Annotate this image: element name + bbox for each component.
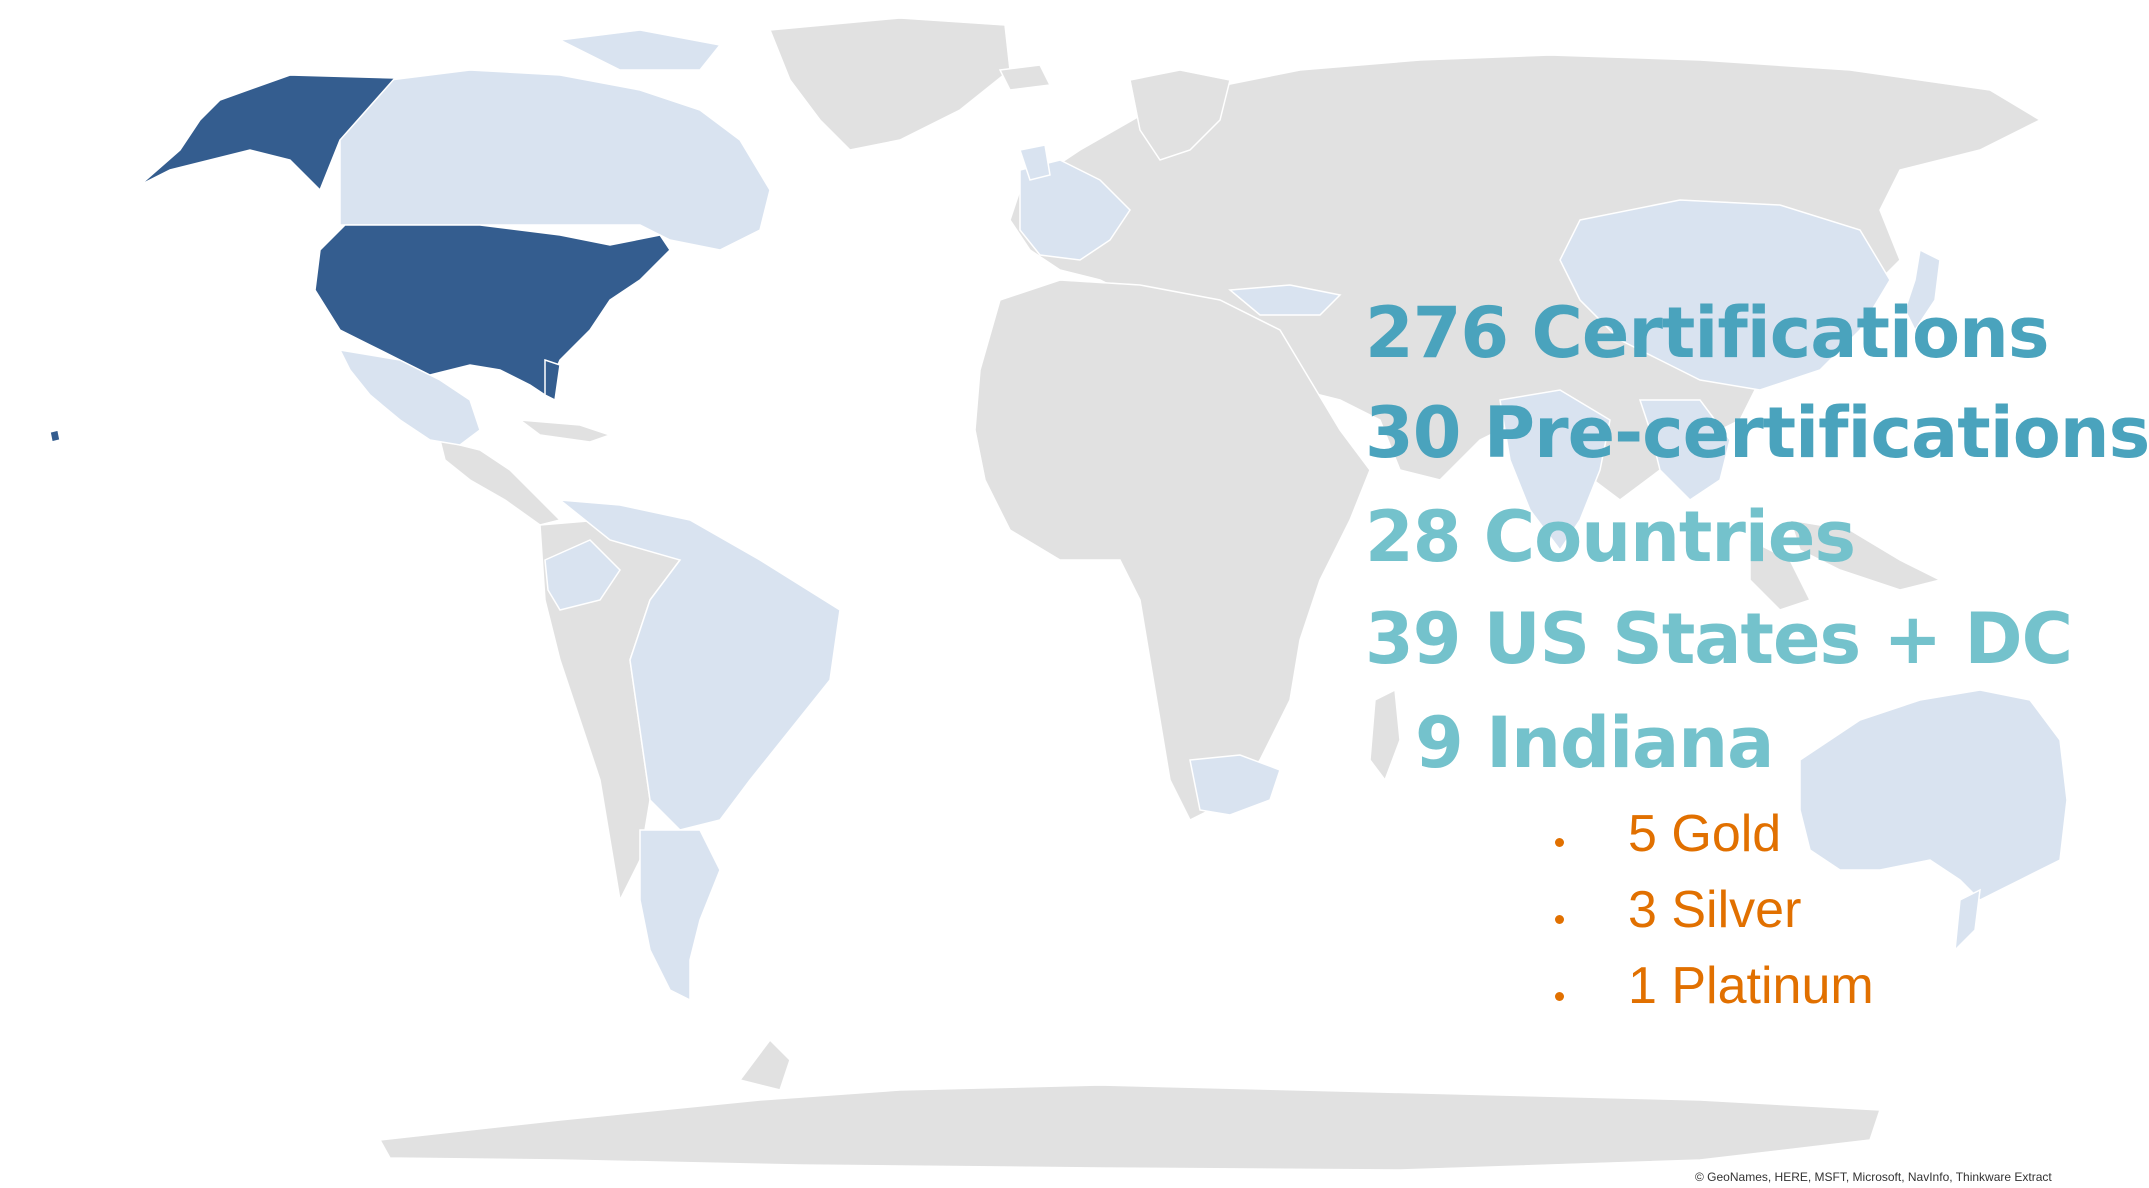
land-no-data <box>378 17 2042 1171</box>
greenland <box>768 17 1011 151</box>
bullet-gold <box>1555 838 1564 847</box>
china <box>1559 199 1891 391</box>
new-zealand <box>1954 888 1981 953</box>
southeast-asia <box>1638 399 1731 501</box>
caribbean <box>517 419 613 443</box>
stat-us-states: 39 US States + DC <box>1365 598 2073 680</box>
iceland <box>998 64 1052 91</box>
japan <box>1904 248 1941 332</box>
stat-indiana: 9 Indiana <box>1415 702 1774 784</box>
stat-pre-certifications: 30 Pre-certifications <box>1365 392 2149 474</box>
sea-islands <box>1788 519 1943 591</box>
breakdown-silver: 3 Silver <box>1628 881 1802 939</box>
stat-certifications: 276 Certifications <box>1365 292 2050 374</box>
central-america <box>438 438 562 526</box>
land-low <box>338 29 2068 1002</box>
australia <box>1799 689 2068 901</box>
world-map <box>49 17 2068 1171</box>
florida <box>544 358 561 402</box>
alaska <box>139 74 397 192</box>
indonesia <box>1749 538 1812 611</box>
argentina <box>639 829 721 1002</box>
hawaii <box>49 429 61 443</box>
land-high <box>49 74 671 443</box>
canada <box>339 69 771 251</box>
turkey <box>1228 284 1342 316</box>
stat-countries: 28 Countries <box>1365 496 1856 578</box>
madagascar <box>1369 688 1401 782</box>
scandinavia <box>1129 69 1231 161</box>
breakdown-platinum: 1 Platinum <box>1628 957 1874 1015</box>
breakdown-gold: 5 Gold <box>1628 805 1782 863</box>
canada-islands <box>557 29 722 71</box>
colombia <box>544 539 621 611</box>
europe-west <box>1019 159 1131 261</box>
antarctic-peninsula <box>738 1038 791 1091</box>
brazil <box>557 499 841 831</box>
bullet-silver <box>1555 915 1564 924</box>
india <box>1499 389 1611 552</box>
south-africa <box>1189 754 1281 816</box>
map-attribution: © GeoNames, HERE, MSFT, Microsoft, NavIn… <box>1695 1170 2052 1184</box>
antarctica <box>378 1084 1882 1171</box>
uk <box>1019 144 1051 181</box>
bullet-platinum <box>1555 992 1564 1001</box>
